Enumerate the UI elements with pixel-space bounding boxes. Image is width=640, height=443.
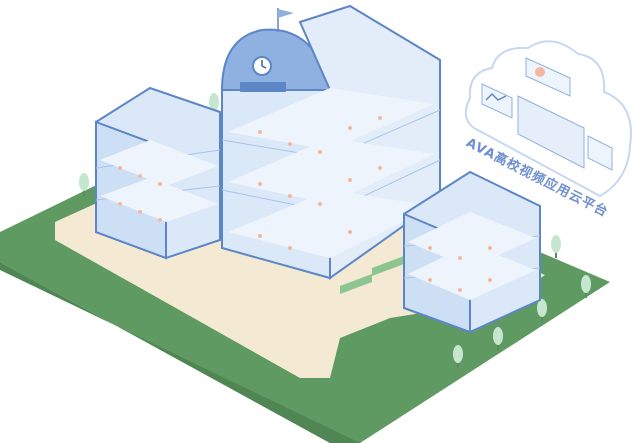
cloud-panel-profile [525, 57, 571, 97]
tree-icon [493, 327, 503, 350]
cloud-panel-main [517, 95, 585, 169]
clock-icon [252, 56, 272, 76]
students [118, 116, 492, 292]
bench [340, 274, 372, 294]
bench [372, 256, 404, 276]
cloud-platform [464, 40, 632, 198]
cloud-panel-right [587, 135, 613, 171]
tree-icon [79, 173, 89, 196]
cloud-panel-left [481, 83, 513, 119]
trees [79, 93, 591, 368]
tree-icon [581, 275, 591, 298]
tower-sign-board [240, 82, 286, 92]
left-building [95, 86, 221, 260]
flag-icon [277, 8, 294, 32]
main-building [220, 4, 441, 280]
tree-icon [551, 235, 561, 258]
person-icon [535, 67, 545, 77]
tree-icon [453, 345, 463, 368]
line-chart-icon [485, 92, 507, 101]
right-building [403, 170, 541, 334]
tree-icon [537, 299, 547, 322]
